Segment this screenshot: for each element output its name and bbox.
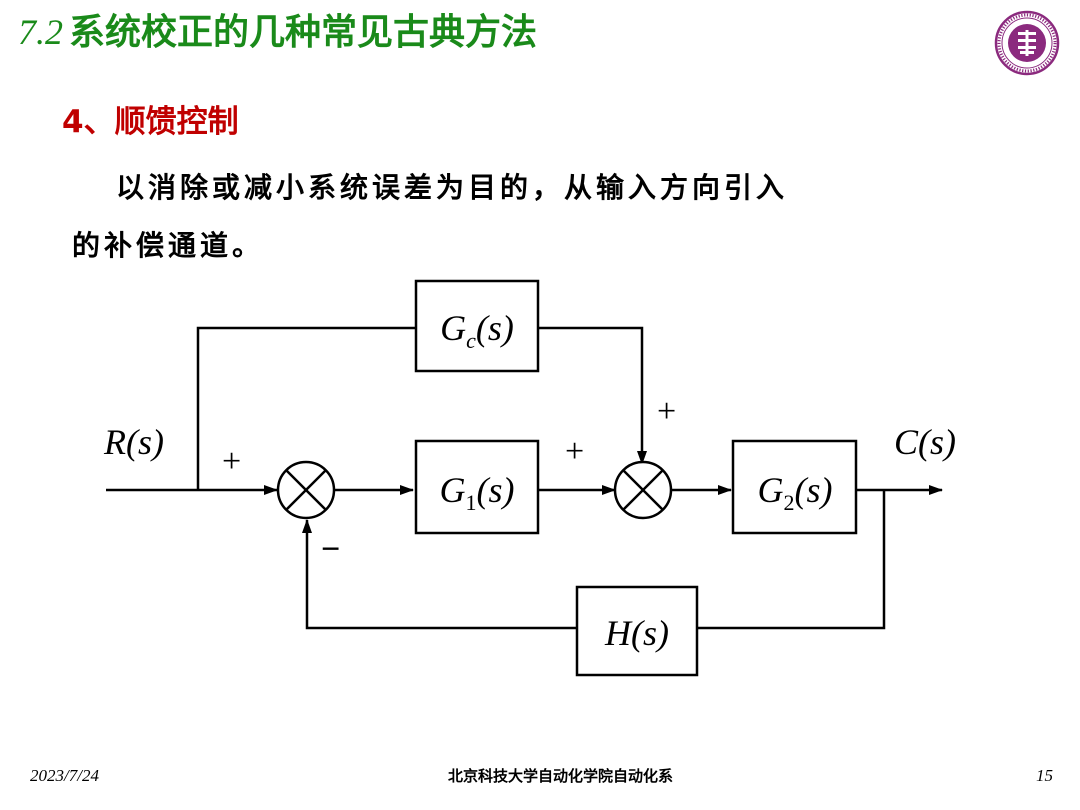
block-h-label: H(s) (604, 613, 669, 653)
gc-output-line (538, 326, 647, 465)
section-heading: 4、顺馈控制 (62, 104, 239, 140)
sum2-forward-sign: + (565, 433, 584, 470)
block-gc (414, 279, 540, 373)
feedback-to-h-line (698, 490, 886, 630)
block-gc-label: Gc(s) (440, 308, 514, 353)
page-number: 15 (1036, 766, 1053, 785)
university-seal-logo (994, 10, 1060, 76)
footer-organization: 北京科技大学自动化学院自动化系 (448, 767, 674, 785)
sum1-input-sign: + (222, 443, 241, 480)
body-text-line-2: 的补偿通道。 (72, 229, 265, 262)
block-g1-label: G1(s) (440, 470, 515, 515)
body-text-line-1: 以消除或减小系统误差为目的，从输入方向引入 (116, 171, 789, 204)
summing-junction-2 (613, 460, 673, 520)
h-to-sum1-line (302, 519, 576, 630)
block-g2 (731, 439, 858, 535)
block-g2-label: G2(s) (758, 470, 833, 515)
feedforward-branch-line (196, 326, 416, 490)
block-g1 (414, 439, 540, 535)
sum2-feedforward-sign: + (657, 393, 676, 430)
summing-junction-1 (276, 460, 336, 520)
input-signal-label: R(s) (103, 422, 164, 462)
sum1-feedback-sign: − (321, 531, 340, 568)
title-number: 7.2 (18, 12, 63, 52)
title-text: 系统校正的几种常见古典方法 (69, 12, 538, 53)
block-h (575, 585, 699, 677)
output-signal-label: C(s) (894, 422, 956, 462)
footer-date: 2023/7/24 (30, 766, 99, 785)
